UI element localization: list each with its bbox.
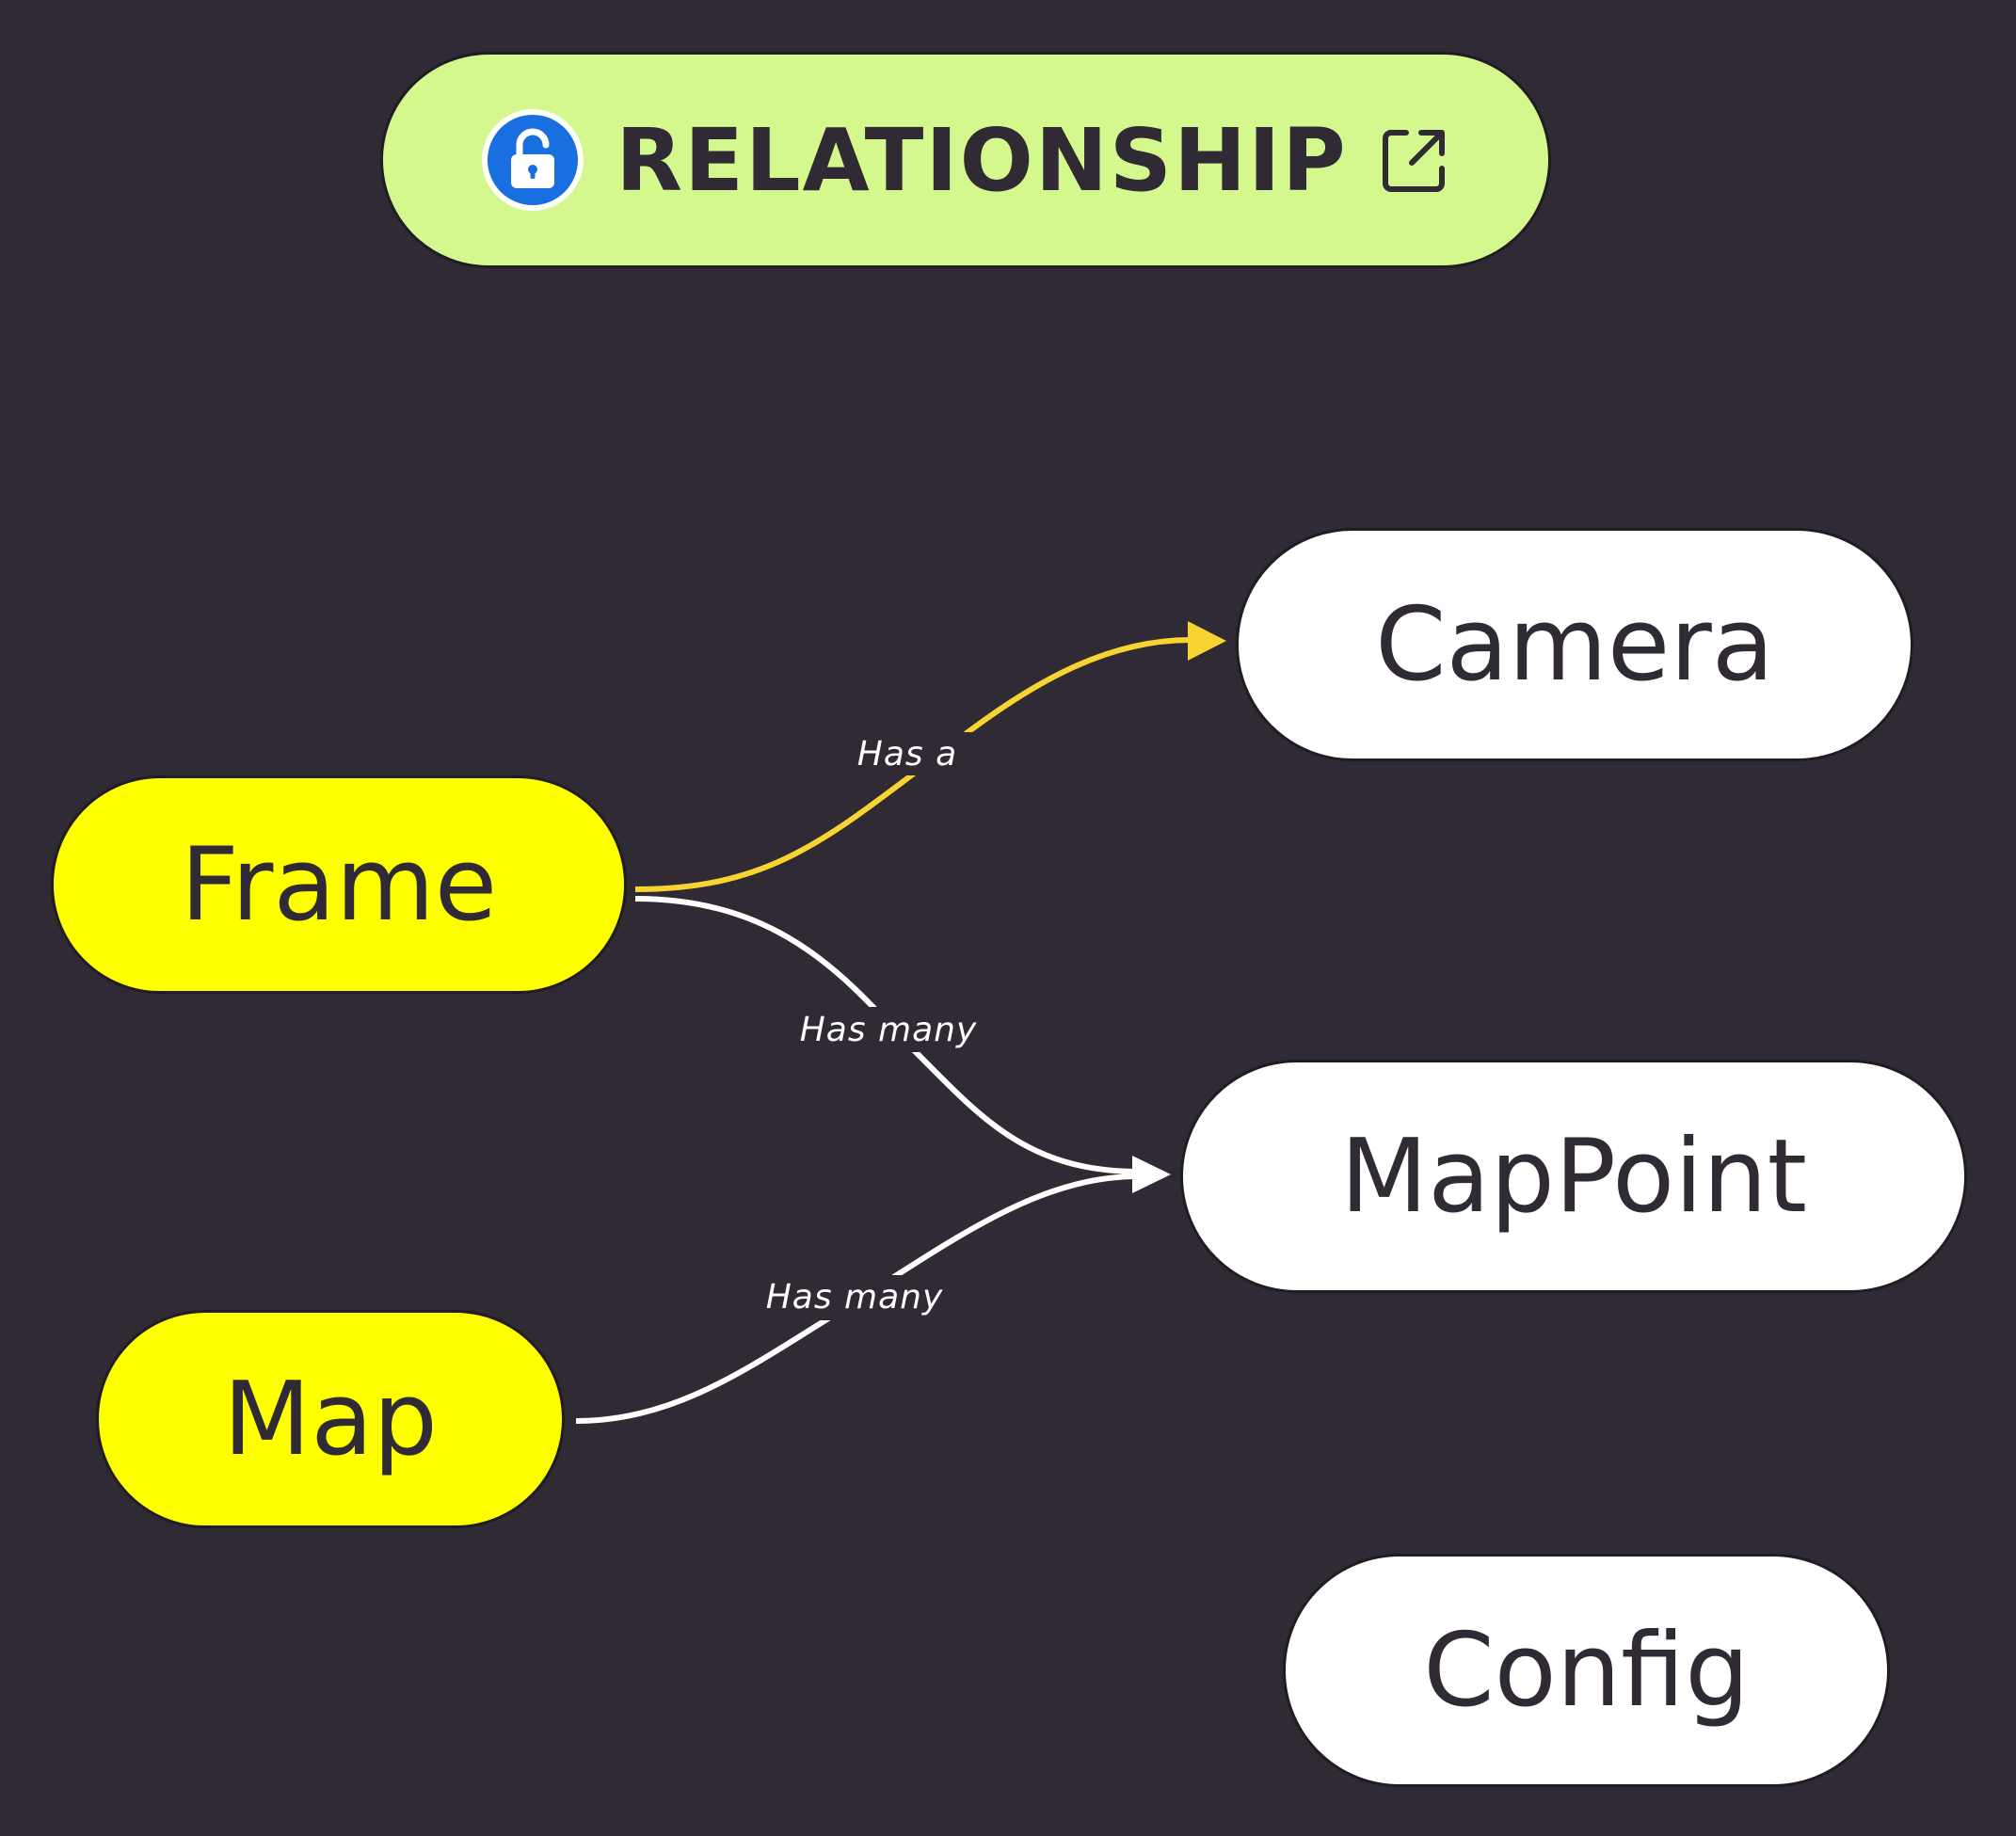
diagram-title: RELATIONSHIP bbox=[616, 109, 1348, 211]
node-mappoint[interactable]: MapPoint bbox=[1180, 1060, 1967, 1293]
unlocked-lock-icon[interactable] bbox=[480, 107, 585, 213]
node-config[interactable]: Config bbox=[1283, 1554, 1890, 1787]
edge-label-background bbox=[749, 1275, 964, 1320]
external-link-icon[interactable] bbox=[1378, 123, 1451, 197]
diagram-title-banner: RELATIONSHIP bbox=[380, 52, 1551, 268]
edge-label-background bbox=[783, 1007, 998, 1052]
node-camera[interactable]: Camera bbox=[1236, 528, 1913, 761]
edge-label-has-a: Has a bbox=[857, 735, 957, 774]
edge-label-map-has-many: Has many bbox=[766, 1278, 944, 1317]
edge-to-mappoint-arrowhead bbox=[1132, 1156, 1171, 1193]
edge-label-background bbox=[836, 732, 981, 775]
edge-frame-camera-arrowhead bbox=[1188, 621, 1226, 661]
node-map[interactable]: Map bbox=[96, 1310, 565, 1528]
node-frame[interactable]: Frame bbox=[51, 775, 627, 994]
edge-label-frame-has-many: Has many bbox=[800, 1011, 978, 1049]
